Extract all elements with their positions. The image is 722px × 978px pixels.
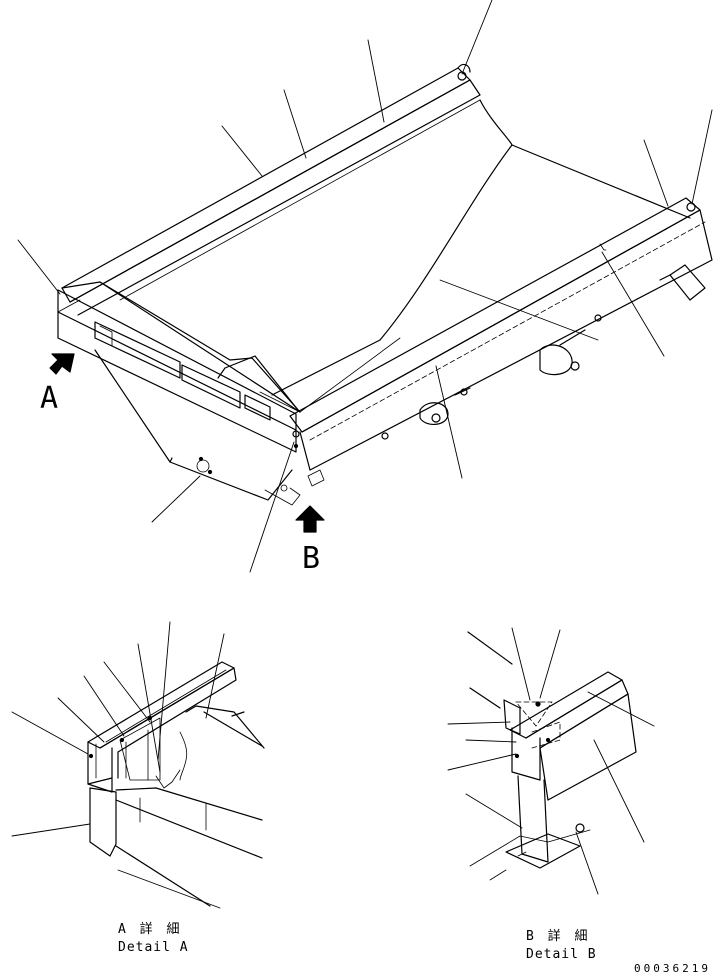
view-label-a: A [40,381,58,416]
left-side-rail [61,63,481,316]
detail-a-leader-lines [11,621,225,837]
detail-b-caption-jp: B 詳 細 [526,928,590,944]
detail-b-base [469,823,591,881]
view-arrow-a [49,353,75,375]
detail-b-gusset [503,699,561,749]
body-floor [119,99,691,413]
right-side-rail [289,197,713,471]
view-arrow-b [295,505,325,533]
dump-body-main-view: A B [17,0,713,576]
detail-a-lower-body [89,787,263,909]
main-leader-lines [17,0,713,573]
detail-a-caption-jp: A 詳 細 [118,921,182,937]
view-label-b: B [302,541,320,576]
drawing-number: 00036219 [634,962,711,975]
detail-b-view: B 詳 細 Detail B [447,627,655,962]
detail-a-corner-post [87,741,113,793]
detail-a-rail [87,661,265,779]
detail-a-view: A 詳 細 Detail A [11,621,265,955]
front-lower-slope [94,349,301,506]
detail-a-bracket [119,715,188,789]
detail-a-caption-en: Detail A [118,940,189,955]
detail-b-leader-lines [447,627,655,895]
detail-b-corner-post [511,727,549,863]
detail-b-caption-en: Detail B [526,947,597,962]
underside-hardware [307,264,706,487]
front-wall [57,281,301,453]
detail-b-rail [467,631,637,801]
